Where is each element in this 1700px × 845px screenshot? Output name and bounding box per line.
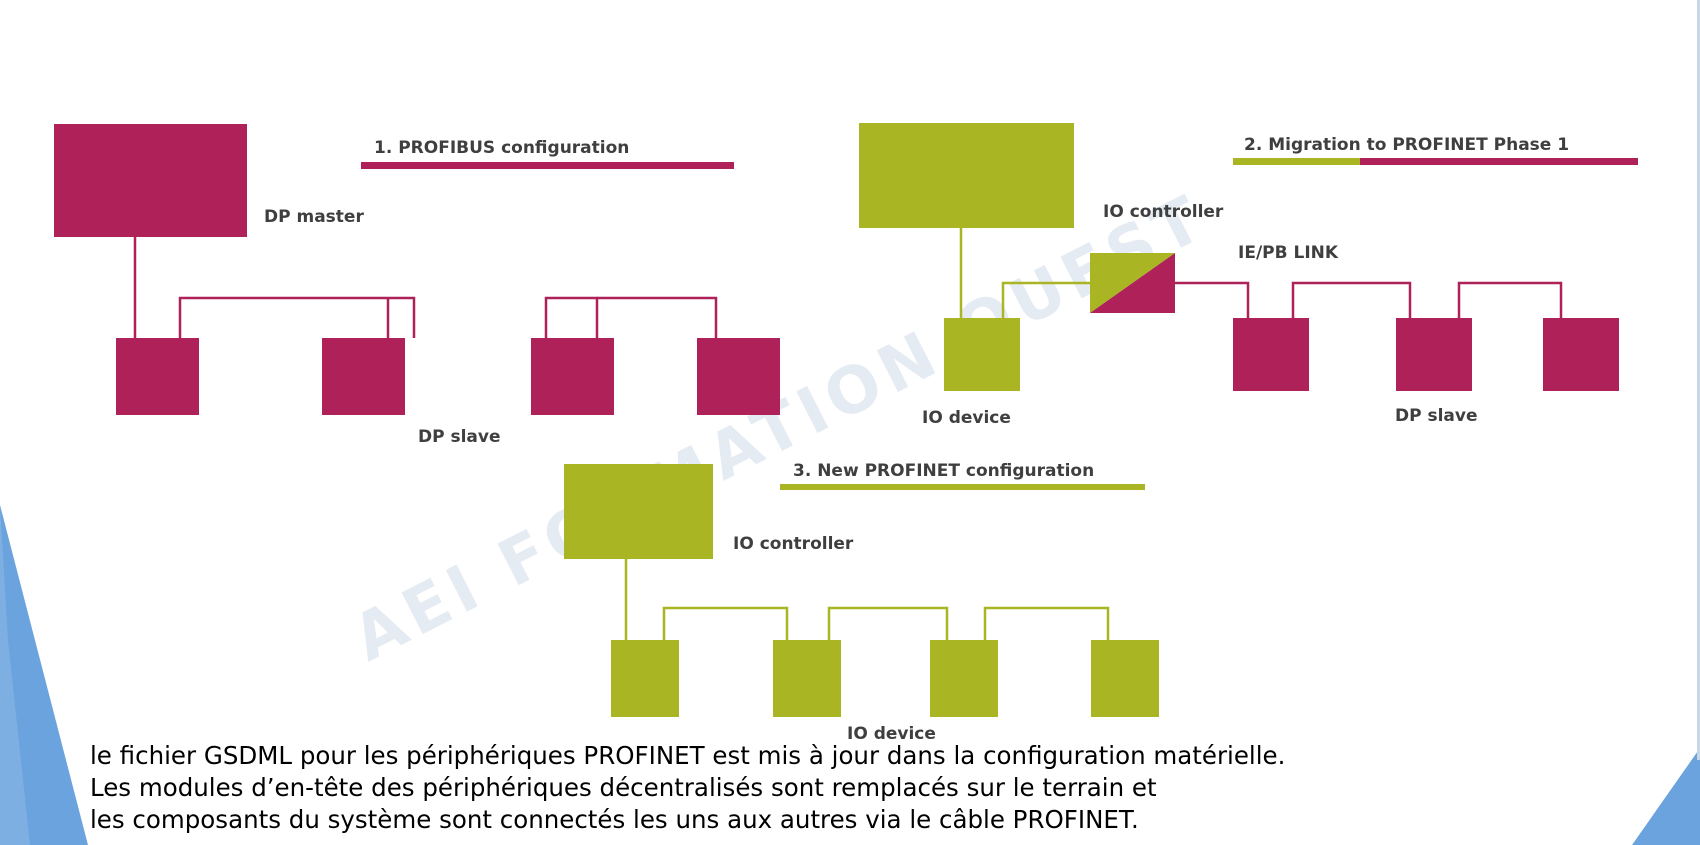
dp-slave-box (697, 338, 780, 415)
profibus-bus-lines (133, 237, 718, 338)
io-controller-box (564, 464, 713, 559)
dp-slave-label: DP slave (1395, 406, 1478, 426)
io-controller-label: IO controller (733, 534, 854, 554)
section1-title: 1. PROFIBUS configuration (374, 138, 629, 158)
ie-pb-link-label: IE/PB LINK (1238, 243, 1339, 263)
dp-master-label: DP master (264, 207, 364, 227)
io-device-box (930, 640, 998, 717)
caption-line: les composants du système sont connectés… (90, 805, 1139, 834)
io-controller-box (859, 123, 1074, 228)
io-device-box (611, 640, 679, 717)
dp-slave-box (1396, 318, 1472, 391)
ie-pb-link-box (1090, 253, 1175, 313)
section2-underline-profibus (1360, 158, 1638, 165)
left-blue-accent (0, 505, 88, 845)
dp-slave-box (531, 338, 614, 415)
dp-slave-box (1543, 318, 1619, 391)
left-blue-accent-shade (0, 505, 30, 845)
dp-slave-box (322, 338, 405, 415)
migration-profibus-lines (1175, 281, 1563, 318)
io-device-label: IO device (847, 724, 936, 744)
dp-master-box (54, 124, 247, 237)
dp-slave-box (1233, 318, 1309, 391)
caption-text: le fichier GSDML pour les périphériques … (90, 740, 1650, 836)
dp-slave-box (116, 338, 199, 415)
io-controller-label: IO controller (1103, 202, 1224, 222)
caption-line: le fichier GSDML pour les périphériques … (90, 741, 1286, 770)
caption-line: Les modules d’en-tête des périphériques … (90, 773, 1157, 802)
io-device-label: IO device (922, 408, 1011, 428)
section3-title-underline (780, 484, 1145, 490)
section2-underline-profinet (1233, 158, 1360, 165)
section1-title-underline (361, 162, 734, 169)
section2-title: 2. Migration to PROFINET Phase 1 (1244, 135, 1569, 155)
profinet-bus-lines (624, 559, 1110, 640)
right-edge-strip (1697, 0, 1700, 760)
io-device-box (1091, 640, 1159, 717)
io-device-box (944, 318, 1020, 391)
section3-title: 3. New PROFINET configuration (793, 461, 1094, 481)
right-blue-accent (1632, 748, 1700, 845)
migration-profinet-lines (959, 228, 1090, 318)
dp-slave-label: DP slave (418, 427, 501, 447)
io-device-box (773, 640, 841, 717)
